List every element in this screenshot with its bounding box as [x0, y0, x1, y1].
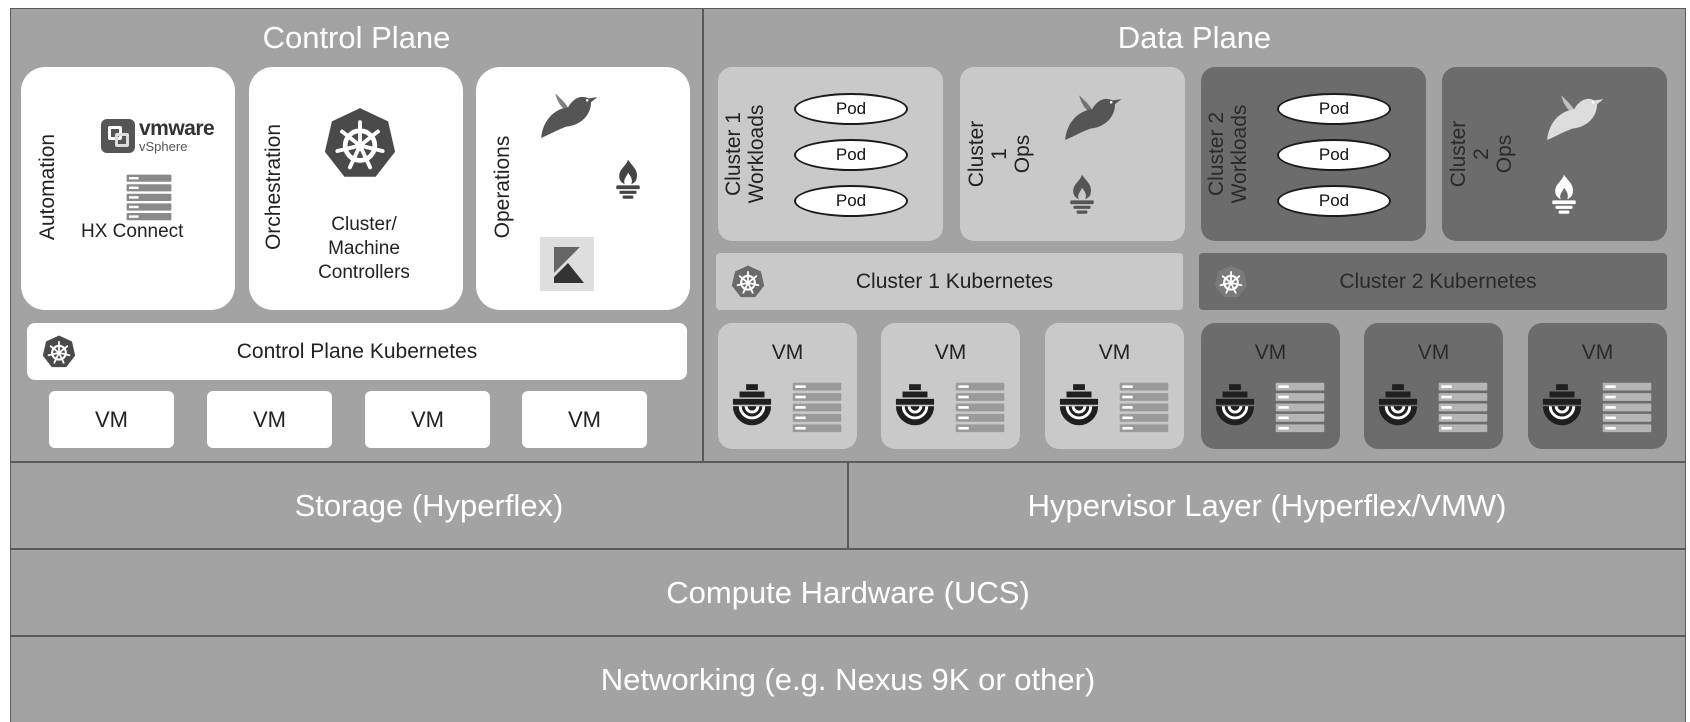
cluster2-kubernetes-label: Cluster 2 Kubernetes: [1339, 269, 1537, 293]
cluster1-ops-box: Cluster 1 Ops: [960, 67, 1185, 241]
vm-label: VM: [934, 341, 967, 364]
hyperflex-vm-icon: [1376, 378, 1420, 430]
control-plane-title: Control Plane: [262, 20, 451, 55]
server-stack-icon: [1436, 381, 1490, 433]
cluster1-ops-label: Cluster 1 Ops: [965, 120, 1034, 188]
server-stack-icon: [1600, 381, 1654, 433]
cluster2-vm-tile: VM: [1364, 323, 1503, 449]
cluster1-workloads-label: Cluster 1 Workloads: [722, 104, 768, 204]
vsphere-text: vSphere: [139, 139, 188, 154]
cluster2-vm-tile: VM: [1528, 323, 1667, 449]
hx-connect-label: HX Connect: [81, 221, 184, 242]
pod: Pod: [794, 93, 908, 125]
cluster2-kubernetes-bar: Cluster 2 Kubernetes: [1199, 253, 1667, 310]
vmware-logo-text: vmware: [139, 117, 215, 140]
hyperflex-vm-icon: [1213, 378, 1257, 430]
control-plane-kubernetes-label: Control Plane Kubernetes: [236, 339, 478, 363]
server-stack-icon: [790, 381, 844, 433]
vm-label: VM: [1098, 341, 1131, 364]
hyperflex-vm-icon: [1057, 378, 1101, 430]
pod: Pod: [794, 139, 908, 171]
vm-label: VM: [1581, 341, 1614, 364]
automation-label: Automation: [36, 133, 59, 241]
hyperflex-vm-icon: [1540, 378, 1584, 430]
operations-label: Operations: [491, 135, 514, 239]
kibana-icon: [540, 237, 594, 291]
kubernetes-icon: [1213, 264, 1249, 300]
data-plane-title: Data Plane: [1117, 20, 1272, 55]
server-stack-icon: [953, 381, 1007, 433]
cluster1-vm-tile: VM: [718, 323, 857, 449]
vm-label: VM: [771, 341, 804, 364]
server-stack-icon: [1273, 381, 1327, 433]
kubernetes-icon: [41, 334, 77, 370]
networking-layer: Networking (e.g. Nexus 9K or other): [10, 636, 1686, 722]
storage-layer: Storage (Hyperflex): [10, 462, 848, 549]
bird-icon: [1542, 91, 1606, 143]
flame-torch-icon: [1066, 162, 1098, 226]
control-plane-vm: VM: [522, 391, 647, 448]
hyperflex-vm-icon: [893, 378, 937, 430]
compute-hardware-layer: Compute Hardware (UCS): [10, 549, 1686, 636]
cluster-machine-controllers-label: Cluster/ Machine Controllers: [318, 214, 410, 283]
cluster1-kubernetes-label: Cluster 1 Kubernetes: [855, 269, 1054, 293]
operations-card: Operations: [476, 67, 690, 310]
control-plane-vm: VM: [207, 391, 332, 448]
server-stack-icon: [119, 173, 179, 221]
hyperflex-vm-icon: [730, 378, 774, 430]
pod: Pod: [1277, 93, 1391, 125]
pod: Pod: [794, 185, 908, 217]
vmware-vsphere-icon: [101, 119, 135, 153]
cluster1-vm-tile: VM: [1045, 323, 1184, 449]
pod: Pod: [1277, 139, 1391, 171]
flame-torch-icon: [612, 157, 644, 201]
pod: Pod: [1277, 185, 1391, 217]
kubernetes-icon: [730, 264, 766, 300]
hypervisor-layer: Hypervisor Layer (Hyperflex/VMW): [848, 462, 1686, 549]
orchestration-card: Orchestration Cluster/ Machine Controlle…: [249, 67, 463, 310]
cluster1-kubernetes-bar: Cluster 1 Kubernetes: [716, 253, 1183, 310]
control-plane-vm: VM: [365, 391, 490, 448]
orchestration-label: Orchestration: [262, 123, 285, 251]
flame-torch-icon: [1548, 162, 1580, 226]
cluster2-workloads-label: Cluster 2 Workloads: [1205, 104, 1251, 204]
control-plane-vm: VM: [49, 391, 174, 448]
bird-icon: [536, 89, 600, 141]
cluster2-ops-box: Cluster 2 Ops: [1442, 67, 1667, 241]
vm-label: VM: [1254, 341, 1287, 364]
automation-card: Automation vmware vSphere HX Connect: [21, 67, 235, 310]
server-stack-icon: [1117, 381, 1171, 433]
control-plane-kubernetes-bar: Control Plane Kubernetes: [27, 323, 687, 380]
cluster2-vm-tile: VM: [1201, 323, 1340, 449]
cluster2-workloads-box: Cluster 2 Workloads Pod Pod Pod: [1201, 67, 1426, 241]
cluster1-workloads-box: Cluster 1 Workloads Pod Pod Pod: [718, 67, 943, 241]
vm-label: VM: [1417, 341, 1450, 364]
cluster1-vm-tile: VM: [881, 323, 1020, 449]
bird-icon: [1060, 91, 1124, 143]
kubernetes-icon: [321, 105, 399, 183]
cluster2-ops-label: Cluster 2 Ops: [1447, 120, 1516, 188]
